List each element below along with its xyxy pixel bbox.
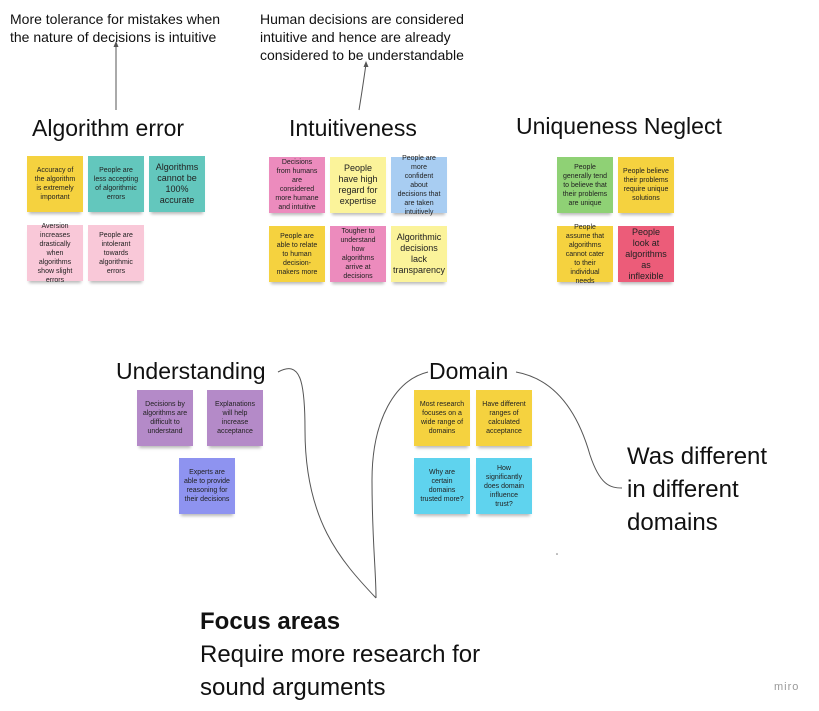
domain-comment-line: in different bbox=[627, 476, 739, 503]
sticky-note[interactable]: Accuracy of the algorithm is extremely i… bbox=[27, 156, 83, 212]
connector-left-arrowhead bbox=[113, 41, 119, 47]
sticky-note[interactable]: How significantly does domain influence … bbox=[476, 458, 532, 514]
note-human-decisions: Human decisions are considered intuitive… bbox=[260, 11, 464, 63]
domain-comment-line: domains bbox=[627, 509, 718, 536]
heading-intuitiveness: Intuitiveness bbox=[289, 115, 417, 141]
connector-domain-focus bbox=[371, 371, 429, 599]
connector-understanding-focus bbox=[277, 368, 377, 599]
heading-understanding: Understanding bbox=[116, 358, 266, 384]
sticky-note[interactable]: Explanations will help increase acceptan… bbox=[207, 390, 263, 446]
sticky-note[interactable]: People generally tend to believe that th… bbox=[557, 157, 613, 213]
sticky-note[interactable]: Experts are able to provide reasoning fo… bbox=[179, 458, 235, 514]
domain-comment: Was different in different domains bbox=[627, 440, 767, 539]
connector-center-arrowhead bbox=[363, 61, 369, 67]
sticky-note[interactable]: People are less accepting of algorithmic… bbox=[88, 156, 144, 212]
sticky-note[interactable]: People believe their problems require un… bbox=[618, 157, 674, 213]
sticky-note[interactable]: People have high regard for expertise bbox=[330, 157, 386, 213]
sticky-note[interactable]: Decisions from humans are considered mor… bbox=[269, 157, 325, 213]
heading-uniqueness-neglect: Uniqueness Neglect bbox=[516, 113, 722, 139]
connector-domain-comment bbox=[515, 371, 623, 489]
sticky-note[interactable]: Algorithmic decisions lack transparency bbox=[391, 226, 447, 282]
heading-domain: Domain bbox=[429, 358, 509, 384]
sticky-note[interactable]: Most research focuses on a wide range of… bbox=[414, 390, 470, 446]
focus-areas-line: Require more research for bbox=[200, 641, 481, 668]
miro-watermark: miro bbox=[774, 681, 800, 693]
sticky-note[interactable]: Decisions by algorithms are difficult to… bbox=[137, 390, 193, 446]
sticky-note[interactable]: People look at algorithms as inflexible bbox=[618, 226, 674, 282]
focus-areas-line: sound arguments bbox=[200, 674, 386, 701]
sticky-note[interactable]: People are able to relate to human decis… bbox=[269, 226, 325, 282]
sticky-note[interactable]: People are more confident about decision… bbox=[391, 155, 447, 216]
focus-areas-title: Focus areas bbox=[200, 608, 341, 635]
note-tolerance: More tolerance for mistakes when the nat… bbox=[10, 11, 221, 45]
sticky-note[interactable]: Algorithms cannot be 100% accurate bbox=[149, 156, 205, 212]
stray-dot bbox=[556, 553, 558, 555]
sticky-note[interactable]: Aversion increases drastically when algo… bbox=[27, 223, 83, 284]
sticky-note[interactable]: Have different ranges of calculated acce… bbox=[476, 390, 532, 446]
sticky-note[interactable]: Tougher to understand how algorithms arr… bbox=[330, 226, 386, 282]
sticky-note[interactable]: People are intolerant towards algorithmi… bbox=[88, 225, 144, 281]
sticky-note[interactable]: People assume that algorithms cannot cat… bbox=[557, 224, 613, 285]
sticky-note[interactable]: Why are certain domains trusted more? bbox=[414, 458, 470, 514]
focus-areas: Focus areas Require more research for so… bbox=[200, 605, 480, 704]
domain-comment-line: Was different bbox=[627, 443, 768, 470]
heading-algorithm-error: Algorithm error bbox=[32, 115, 185, 141]
connector-center-note bbox=[358, 63, 367, 111]
